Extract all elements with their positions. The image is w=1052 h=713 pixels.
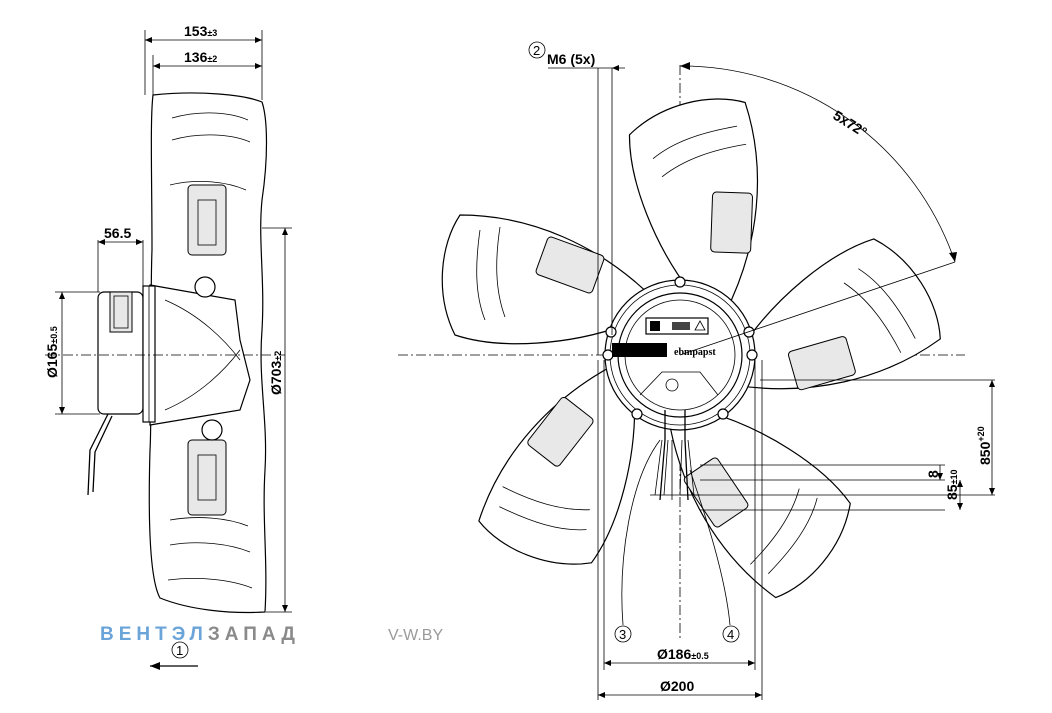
watermark: ВЕНТЭЛЗАПАД V-W.BY	[100, 624, 443, 645]
front-view: ebmpapst 5x72° 2 M6 (5x)	[398, 41, 995, 700]
watermark-site: V-W.BY	[388, 627, 443, 644]
watermark-part3: ЗАПАД	[208, 624, 300, 645]
dim-motor-diameter: Ø165±0.5	[44, 326, 60, 378]
callout-1: 1	[176, 643, 183, 658]
dim-cable-length: 850+20	[976, 426, 993, 465]
dim-mount-thread: M6 (5x)	[547, 51, 595, 67]
watermark-part1: ВЕНТ	[100, 624, 172, 645]
side-view: 153±3 136±2 56.5 Ø165±0.5 Ø703±2 1	[44, 23, 292, 670]
watermark-part2: ЭЛ	[172, 624, 208, 645]
dim-blade-angle: 5x72°	[830, 107, 870, 140]
dim-motor-offset: 56.5	[104, 225, 131, 241]
dim-cable-strip: 85±10	[944, 469, 960, 500]
callout-2: 2	[533, 43, 540, 58]
dim-fan-diameter: Ø703±2	[268, 351, 284, 395]
dim-bolt-circle: Ø186±0.5	[657, 646, 709, 662]
dim-overall-depth: 153±3	[184, 23, 217, 39]
hub-brand-label: ebmpapst	[674, 347, 716, 358]
blades	[441, 98, 941, 599]
dim-wire-strip: 8	[925, 470, 941, 478]
cable-bundle	[650, 410, 700, 501]
callout-4: 4	[727, 627, 734, 642]
dim-hub-diameter: Ø200	[660, 678, 694, 694]
callout-3: 3	[619, 627, 626, 642]
svg-text:ВЕНТЭЛЗАПАД: ВЕНТЭЛЗАПАД	[100, 624, 300, 645]
connector-block	[612, 343, 667, 357]
side-cable	[87, 413, 109, 496]
dim-blade-depth: 136±2	[184, 49, 217, 65]
